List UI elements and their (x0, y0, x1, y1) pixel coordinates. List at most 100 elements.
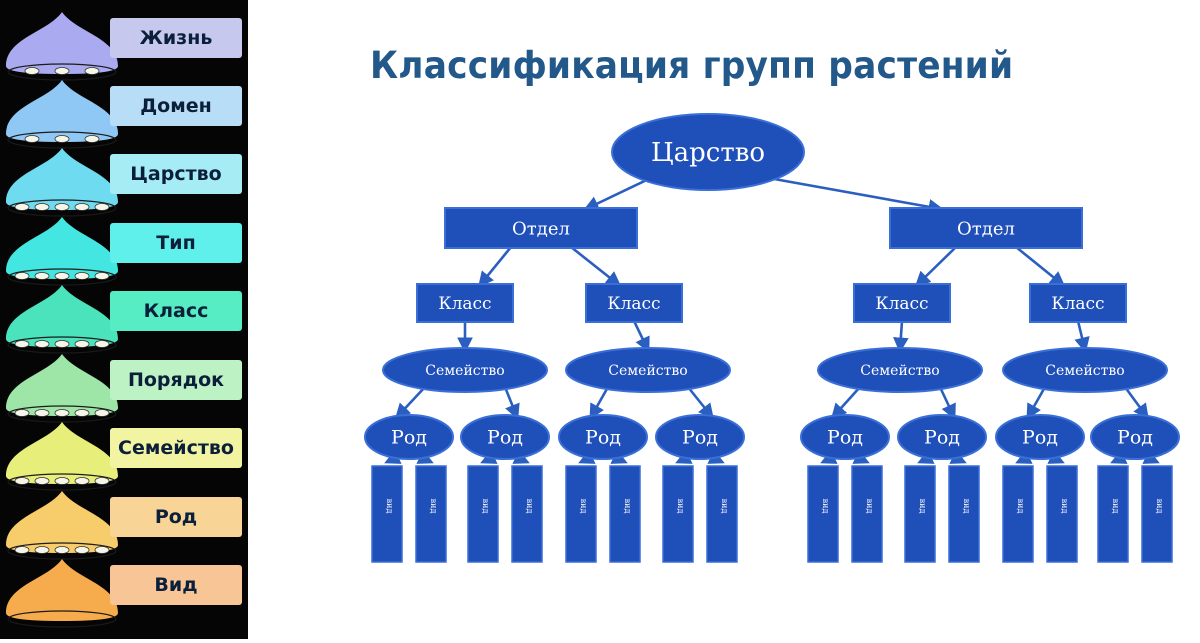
class-node: Класс (1029, 283, 1127, 323)
species-node: вид (371, 465, 403, 563)
tree-arrow (686, 386, 714, 420)
division-node-label: Отдел (512, 218, 570, 239)
tree-arrow (1015, 245, 1066, 287)
rank-bell-hole (94, 272, 110, 280)
genus-node: Род (1090, 414, 1180, 460)
rank-bell-hole (74, 203, 90, 211)
species-node-shape (948, 465, 980, 563)
division-node: Отдел (444, 207, 638, 249)
tree-arrow (914, 246, 957, 288)
tree-arrow (570, 245, 622, 287)
kingdom-node: Царство (611, 113, 805, 191)
rank-label-class: Класс (110, 291, 242, 331)
genus-node: Род (364, 414, 454, 460)
species-node-shape (851, 465, 883, 563)
rank-label-kingdom: Царство (110, 154, 242, 194)
rank-bell-hole (54, 135, 70, 143)
rank-bell-hole (94, 340, 110, 348)
family-node-shape (817, 347, 983, 393)
rank-bell-hole (84, 135, 100, 143)
genus-node: Род (897, 414, 987, 460)
genus-node-label: Род (682, 427, 718, 449)
genus-node-label: Род (827, 427, 863, 449)
species-node-label: вид (1155, 499, 1164, 514)
rank-bell-rim (7, 610, 117, 628)
class-node: Класс (416, 283, 514, 323)
species-node-label: вид (821, 499, 830, 514)
rank-bell-shape (6, 422, 118, 484)
tree-arrow (394, 386, 426, 420)
species-node-label: вид (865, 499, 874, 514)
rank-bell (6, 285, 118, 354)
tree-arrows (384, 175, 1160, 464)
tree-arrow (478, 246, 513, 288)
species-node-shape (904, 465, 936, 563)
species-node-label: вид (1016, 499, 1025, 514)
species-node: вид (565, 465, 597, 563)
class-node-shape (416, 283, 514, 323)
species-node: вид (1002, 465, 1034, 563)
species-node-shape (706, 465, 738, 563)
species-node: вид (662, 465, 694, 563)
species-node: вид (904, 465, 936, 563)
rank-label-phylum: Тип (110, 223, 242, 263)
rank-label-domain: Домен (110, 86, 242, 126)
rank-bell-hole (54, 203, 70, 211)
family-node-label: Семейство (608, 363, 687, 379)
rank-bell-rim (7, 473, 117, 491)
rank-bell-hole (74, 546, 90, 554)
class-node-label: Класс (1051, 294, 1104, 314)
genus-node-label: Род (1022, 427, 1058, 449)
genus-node-label: Род (924, 427, 960, 449)
rank-bell-hole (54, 340, 70, 348)
rank-hierarchy-graphic (6, 12, 118, 628)
tree-arrow (762, 175, 945, 215)
genus-node-shape (364, 414, 454, 460)
tree-arrow (1074, 320, 1090, 354)
rank-hierarchy-panel: Жизнь Домен Царство Тип Класс Порядок Се… (0, 0, 248, 639)
rank-bell-shape (6, 285, 118, 347)
rank-bell-hole (14, 546, 30, 554)
class-node-shape (853, 283, 951, 323)
species-node: вид (948, 465, 980, 563)
rank-bell (6, 491, 118, 560)
rank-bell-hole (94, 203, 110, 211)
rank-bell-hole (84, 67, 100, 75)
species-node-shape (807, 465, 839, 563)
species-node-label: вид (918, 499, 927, 514)
class-node-label: Класс (875, 294, 928, 314)
rank-label-life: Жизнь (110, 18, 242, 58)
species-node: вид (415, 465, 447, 563)
rank-bell-hole (14, 272, 30, 280)
rank-bell-hole (74, 409, 90, 417)
genus-node-shape (655, 414, 745, 460)
rank-bell-hole (54, 546, 70, 554)
species-node: вид (1141, 465, 1173, 563)
species-node: вид (511, 465, 543, 563)
genus-node-label: Род (391, 427, 427, 449)
species-node-shape (662, 465, 694, 563)
family-node: Семейство (565, 347, 731, 393)
division-node: Отдел (889, 207, 1083, 249)
rank-bell-hole (34, 546, 50, 554)
rank-bell-shape (6, 559, 118, 621)
rank-bell-hole (14, 409, 30, 417)
genus-node: Род (995, 414, 1085, 460)
tree-arrow (503, 386, 520, 420)
page-title: Классификация групп растений (370, 44, 1014, 87)
species-node-label: вид (962, 499, 971, 514)
species-node-label: вид (720, 499, 729, 514)
family-node-shape (1002, 347, 1168, 393)
tree-arrow (583, 175, 654, 211)
rank-bell-hole (34, 272, 50, 280)
rank-bell (6, 422, 118, 491)
species-node-label: вид (481, 499, 490, 514)
rank-bell-hole (24, 67, 40, 75)
rank-bell-hole (14, 477, 30, 485)
species-node: вид (1097, 465, 1129, 563)
genus-node: Род (460, 414, 550, 460)
genus-node: Род (655, 414, 745, 460)
rank-bell-hole (74, 477, 90, 485)
division-node-shape (444, 207, 638, 249)
